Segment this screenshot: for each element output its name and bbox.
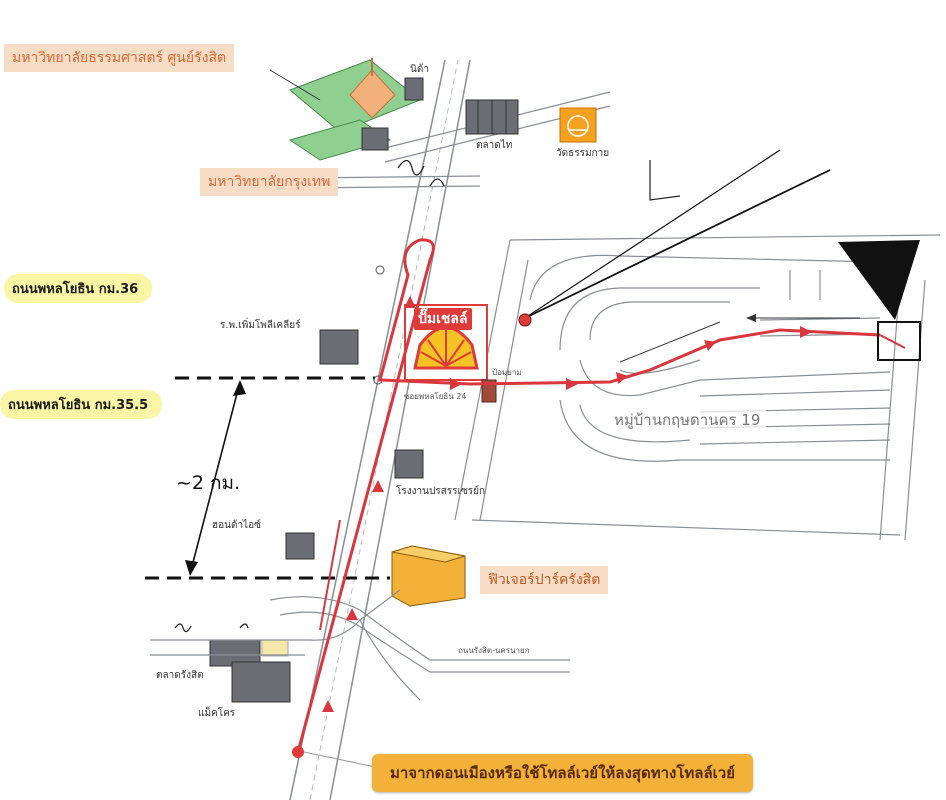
label-wat: วัดธรรมกาย [556, 148, 610, 159]
label-market: ตลาดรังสิต [156, 670, 204, 681]
label-hospital: ร.พ.เพิ่มโพลีเคลียร์ [220, 320, 301, 331]
label-factory: โรงงานปรสรรเซรย์ก [396, 486, 486, 497]
callout-lines [524, 149, 920, 320]
label-nida: นิด้า [410, 64, 429, 75]
label-honda: ฮอนด้าไอซ์ [212, 520, 261, 531]
future-park-building [391, 545, 466, 607]
route-path [296, 238, 881, 753]
buildings-left [209, 329, 497, 703]
label-shell: ปั๊มเชลล์ [414, 308, 472, 330]
label-future-park: ฟิวเจอร์ปาร์ครังสิต [480, 566, 609, 594]
phahonyothin-road [289, 59, 471, 800]
label-km35-5: ถนนพหลโยธิน กม.35.5 [0, 390, 163, 419]
shell-logo-icon [413, 326, 479, 370]
label-guard: ป้อมยาม [492, 368, 522, 377]
gate-point [518, 313, 532, 327]
subdivision-roads [454, 234, 941, 541]
label-soi: ซอยพหลโยธิน 24 [404, 392, 467, 401]
interchange-roads [150, 589, 570, 701]
label-distance: ~2 กม. [176, 472, 241, 494]
label-makro: แม็คโคร [198, 708, 236, 719]
label-bangkok-university: มหาวิทยาลัยกรุงเทพ [200, 168, 339, 196]
label-km36: ถนนพหลโยธิน กม.36 [4, 274, 153, 303]
label-thammasat: มหาวิทยาลัยธรรมศาสตร์ ศูนย์รังสิต [4, 44, 235, 72]
talad-thai-buildings [465, 99, 519, 135]
temple-sign-icon [559, 107, 597, 143]
label-come-from: มาจากดอนเมืองหรือใช้โทลล์เวย์ให้ลงสุดทาง… [372, 754, 754, 792]
distance-marker [145, 265, 390, 580]
destination-pin-icon [877, 321, 921, 361]
thammasat-campus [269, 58, 424, 161]
start-point-icon [292, 746, 381, 769]
label-village: หมู่บ้านกฤษดานคร 19 [608, 406, 767, 434]
label-talad-thai: ตลาดไท [476, 140, 513, 151]
label-rangsit-nakhon: ถนนรังสิต-นครนายก [458, 646, 530, 655]
